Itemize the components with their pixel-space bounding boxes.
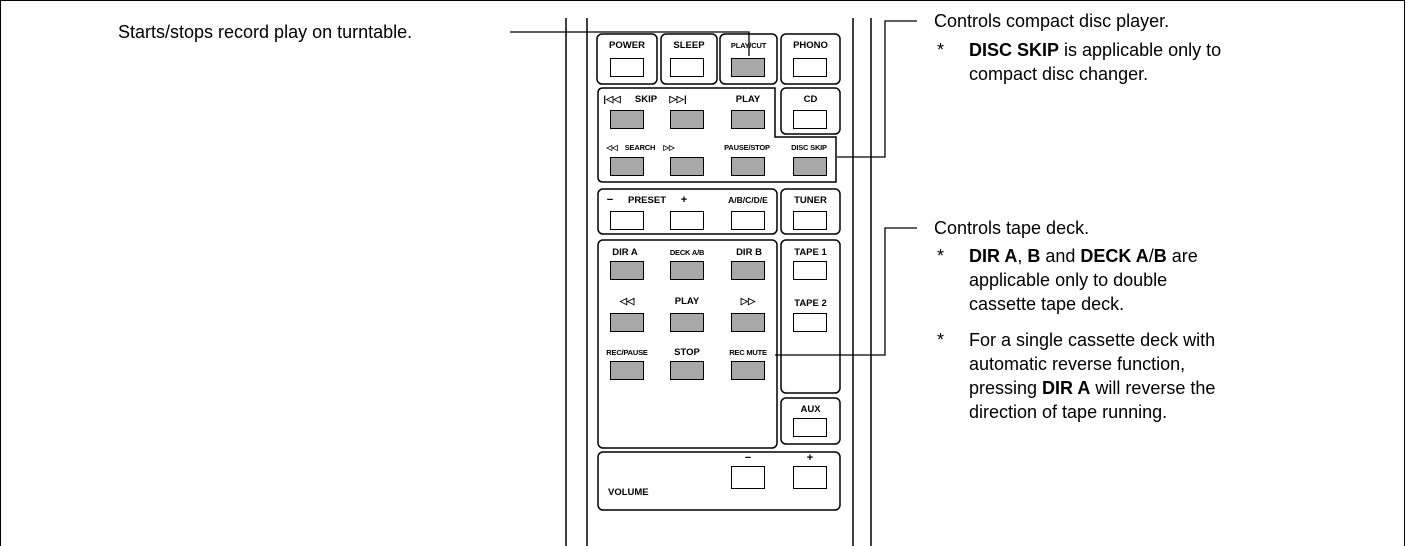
dir-b-label: DIR B bbox=[736, 247, 762, 258]
volume-down-button[interactable] bbox=[731, 466, 765, 489]
note-asterisk: * bbox=[937, 330, 945, 350]
tape-callout-title: Controls tape deck. bbox=[934, 218, 1090, 238]
note-text: will reverse the bbox=[1090, 378, 1216, 398]
turntable-callout: Starts/stops record play on turntable. bbox=[118, 22, 413, 42]
rec-pause-label: REC/PAUSE bbox=[606, 348, 648, 357]
dir-a-term: DIR A bbox=[1042, 378, 1091, 398]
play-cut-label: PLAY/CUT bbox=[730, 41, 767, 50]
volume-minus-label: − bbox=[744, 452, 752, 464]
tape-note2-line4: direction of tape running. bbox=[969, 402, 1168, 422]
dir-a-button[interactable] bbox=[610, 261, 644, 280]
power-label: POWER bbox=[609, 40, 645, 51]
search-label: SEARCH bbox=[624, 143, 656, 152]
stop-label: STOP bbox=[674, 347, 700, 358]
aux-label: AUX bbox=[800, 404, 821, 415]
note-asterisk: * bbox=[937, 246, 945, 266]
tape-note1-line3: cassette tape deck. bbox=[969, 294, 1125, 314]
skip-back-button[interactable] bbox=[610, 110, 644, 129]
dir-a-label: DIR A bbox=[612, 247, 638, 258]
note-text: pressing bbox=[969, 378, 1043, 398]
skip-label: SKIP bbox=[634, 94, 658, 105]
tuner-button[interactable] bbox=[793, 211, 827, 230]
search-back-icon: ◁◁ bbox=[606, 143, 618, 152]
fast-forward-button[interactable] bbox=[731, 313, 765, 332]
note-text: are bbox=[1166, 246, 1198, 266]
b-term: B bbox=[1153, 246, 1167, 266]
cd-play-button[interactable] bbox=[731, 110, 765, 129]
sleep-button[interactable] bbox=[670, 58, 704, 77]
cd-play-label: PLAY bbox=[735, 94, 761, 105]
note-asterisk: * bbox=[937, 40, 945, 60]
tape2-button[interactable] bbox=[793, 313, 827, 332]
tape1-button[interactable] bbox=[793, 261, 827, 280]
rewind-button[interactable] bbox=[610, 313, 644, 332]
tape-play-label: PLAY bbox=[674, 296, 700, 307]
phono-label: PHONO bbox=[793, 40, 828, 51]
preset-plus-label: + bbox=[680, 194, 688, 206]
aux-button[interactable] bbox=[793, 418, 827, 437]
cd-callout-title: Controls compact disc player. bbox=[934, 11, 1170, 31]
tape-note2-line1: For a single cassette deck with bbox=[969, 330, 1216, 350]
rec-mute-button[interactable] bbox=[731, 361, 765, 380]
skip-forward-button[interactable] bbox=[670, 110, 704, 129]
preset-minus-button[interactable] bbox=[610, 211, 644, 230]
tape2-label: TAPE 2 bbox=[794, 298, 827, 309]
cd-note-line2: compact disc changer. bbox=[969, 64, 1149, 84]
tape-note2-line2: automatic reverse function, bbox=[969, 354, 1186, 374]
sleep-label: SLEEP bbox=[673, 40, 705, 51]
search-back-button[interactable] bbox=[610, 157, 644, 176]
disc-skip-button[interactable] bbox=[793, 157, 827, 176]
rec-mute-label: REC MUTE bbox=[729, 348, 767, 357]
pause-stop-button[interactable] bbox=[731, 157, 765, 176]
preset-minus-label: − bbox=[606, 194, 614, 206]
fast-forward-icon: ▷▷ bbox=[740, 296, 756, 307]
cd-note-text: is applicable only to bbox=[1059, 40, 1222, 60]
disc-skip-label: DISC SKIP bbox=[791, 143, 827, 152]
skip-back-icon: |◁◁ bbox=[603, 94, 621, 105]
disc-skip-term: DISC SKIP bbox=[969, 40, 1060, 60]
note-text: , bbox=[1017, 246, 1028, 266]
preset-plus-button[interactable] bbox=[670, 211, 704, 230]
deck-ab-label: DECK A/B bbox=[669, 248, 705, 257]
search-forward-button[interactable] bbox=[670, 157, 704, 176]
abcde-label: A/B/C/D/E bbox=[728, 195, 768, 205]
tape1-label: TAPE 1 bbox=[794, 247, 827, 258]
cd-label: CD bbox=[803, 94, 818, 105]
tuner-label: TUNER bbox=[794, 195, 827, 206]
tape-play-button[interactable] bbox=[670, 313, 704, 332]
preset-label: PRESET bbox=[627, 195, 666, 206]
tape-note1-line2: applicable only to double bbox=[969, 270, 1168, 290]
play-cut-button[interactable] bbox=[731, 58, 765, 77]
rewind-icon: ◁◁ bbox=[619, 296, 635, 307]
volume-label: VOLUME bbox=[608, 487, 649, 498]
pause-stop-label: PAUSE/STOP bbox=[724, 143, 770, 152]
power-button[interactable] bbox=[610, 58, 644, 77]
abcde-button[interactable] bbox=[731, 211, 765, 230]
note-text: and bbox=[1040, 246, 1081, 266]
volume-plus-label: + bbox=[806, 452, 814, 464]
b-term: B bbox=[1027, 246, 1041, 266]
stop-button[interactable] bbox=[670, 361, 704, 380]
dir-a-term: DIR A bbox=[969, 246, 1018, 266]
search-forward-icon: ▷▷ bbox=[663, 143, 675, 152]
phono-button[interactable] bbox=[793, 58, 827, 77]
rec-pause-button[interactable] bbox=[610, 361, 644, 380]
deck-a-term: DECK A bbox=[1080, 246, 1149, 266]
deck-ab-button[interactable] bbox=[670, 261, 704, 280]
note-text: / bbox=[1148, 246, 1154, 266]
volume-up-button[interactable] bbox=[793, 466, 827, 489]
skip-forward-icon: ▷▷| bbox=[669, 94, 687, 105]
cd-button[interactable] bbox=[793, 110, 827, 129]
dir-b-button[interactable] bbox=[731, 261, 765, 280]
